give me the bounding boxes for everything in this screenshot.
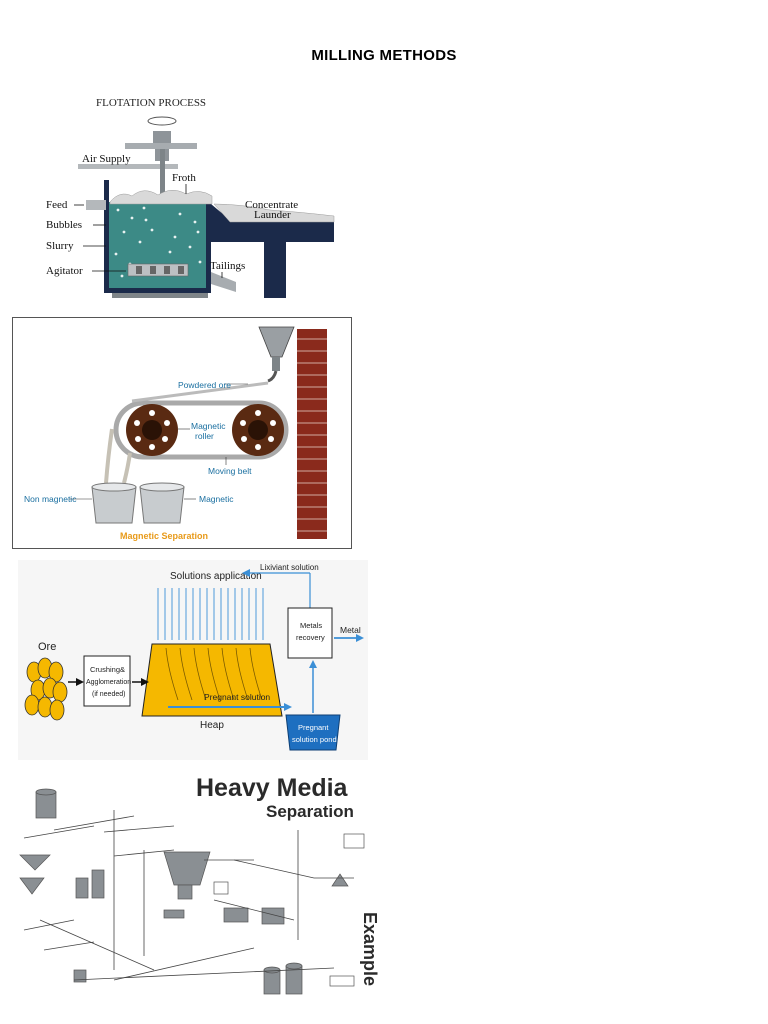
launder-label: Launder	[254, 209, 291, 221]
magnetic-roller-label-2: roller	[195, 431, 214, 441]
example-side-label: Example	[360, 912, 380, 986]
heavy-media-subtitle: Separation	[266, 802, 354, 821]
froth-label: Froth	[172, 172, 196, 184]
moving-belt-label: Moving belt	[208, 466, 252, 476]
heap-leach-diagram: Solutions application Lixiviant solution…	[18, 560, 368, 760]
metals-recovery-label-2: recovery	[296, 633, 325, 642]
metals-recovery-label: Metals	[300, 621, 322, 630]
magnetic-separation-caption: Magnetic Separation	[120, 531, 208, 541]
lixiviant-solution-label: Lixiviant solution	[260, 563, 319, 572]
page-title: MILLING METHODS	[311, 47, 457, 64]
crushing-label: Crushing&	[90, 665, 125, 674]
agitator-label: Agitator	[46, 265, 83, 277]
magnetic-label: Magnetic	[199, 494, 234, 504]
heavy-media-diagram: Heavy Media Separation Example	[19, 774, 380, 995]
heap-label: Heap	[200, 720, 224, 731]
ore-label: Ore	[38, 641, 56, 653]
metal-label: Metal	[340, 625, 361, 635]
flotation-title: FLOTATION PROCESS	[96, 97, 206, 109]
crushing-label-2: Agglomeration	[86, 679, 131, 686]
pond-label-2: solution pond	[292, 735, 337, 744]
tailings-label: Tailings	[210, 260, 245, 272]
solutions-application-label: Solutions application	[170, 571, 262, 582]
feed-label: Feed	[46, 199, 68, 211]
pond-label: Pregnant	[298, 723, 329, 732]
crushing-label-3: (if needed)	[92, 691, 125, 698]
heavy-media-title: Heavy Media	[196, 774, 349, 802]
concentrate-label: Concentrate	[245, 199, 298, 211]
magnetic-separation-diagram: Powdered ore Magnetic roller Moving belt…	[12, 317, 352, 549]
magnetic-roller-label: Magnetic	[191, 421, 226, 431]
air-supply-label: Air Supply	[82, 153, 131, 165]
flotation-diagram: FLOTATION PROCESS Air Supply Froth Feed …	[46, 97, 335, 298]
pregnant-solution-label: Pregnant solution	[204, 692, 270, 702]
powdered-ore-label: Powdered ore	[178, 380, 231, 390]
bubbles-label: Bubbles	[46, 219, 82, 231]
slurry-label: Slurry	[46, 240, 74, 252]
non-magnetic-label: Non magnetic	[24, 494, 77, 504]
